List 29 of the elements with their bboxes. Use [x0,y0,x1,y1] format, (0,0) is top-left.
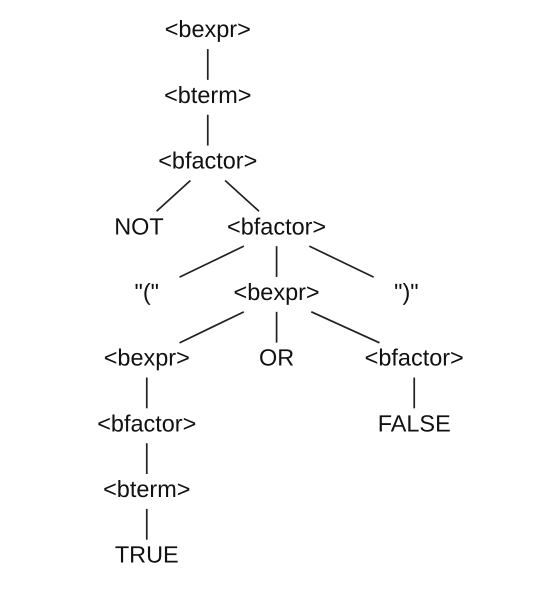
connector [275,312,277,343]
node-text: <bexpr> [103,344,190,371]
connector [145,378,148,408]
node-text: FALSE [377,410,450,436]
node-text: <bexpr> [164,16,250,42]
connector [308,245,374,278]
node-text: <bfactor> [96,410,196,436]
node-text: "(" [134,278,159,305]
connector [224,180,260,212]
connector [145,508,148,540]
node-text: <bterm> [164,82,251,108]
connector [412,378,415,408]
connector [178,311,244,344]
connector [145,443,148,474]
node-text: NOT [114,213,164,240]
connector [206,49,208,80]
connector [310,311,380,344]
connector [206,114,208,146]
node-text: <bfactor> [158,148,257,174]
node-text: OR [258,344,294,371]
connector [155,180,190,212]
node-text: TRUE [114,542,178,568]
node-text: <bfactor> [226,213,326,240]
connector [275,246,277,277]
node-text: ")" [394,278,418,305]
connector [178,245,244,278]
node-text: <bterm> [102,476,190,502]
node-text: <bfactor> [364,344,464,371]
node-text: <bexpr> [233,278,320,305]
